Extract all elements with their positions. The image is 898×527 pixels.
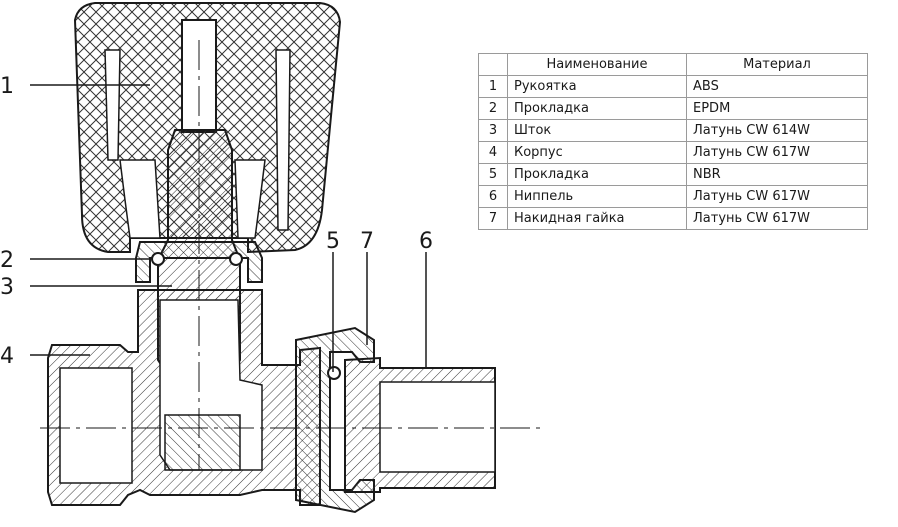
row-num: 5 [478, 163, 508, 186]
row-name: Рукоятка [507, 75, 687, 98]
row-material: Латунь CW 617W [686, 207, 868, 230]
callout-4: 4 [0, 344, 14, 369]
header-material: Материал [686, 53, 868, 76]
table-row: 1 Рукоятка ABS [478, 75, 868, 98]
row-material: Латунь CW 617W [686, 141, 868, 164]
o-ring-right [229, 252, 243, 266]
row-name: Прокладка [507, 97, 687, 120]
row-name: Ниппель [507, 185, 687, 208]
table-row: 5 Прокладка NBR [478, 163, 868, 186]
row-name: Прокладка [507, 163, 687, 186]
seal-ring [327, 366, 341, 380]
row-material: ABS [686, 75, 868, 98]
row-name: Накидная гайка [507, 207, 687, 230]
row-material: Латунь CW 614W [686, 119, 868, 142]
callout-1: 1 [0, 74, 14, 99]
o-ring-left [151, 252, 165, 266]
callout-7: 7 [360, 229, 374, 254]
table-header-row: Наименование Материал [478, 53, 868, 76]
row-num: 6 [478, 185, 508, 208]
row-num: 1 [478, 75, 508, 98]
bonnet-part [135, 241, 263, 283]
callout-6: 6 [419, 229, 433, 254]
table-row: 4 Корпус Латунь CW 617W [478, 141, 868, 164]
parts-table: Наименование Материал 1 Рукоятка ABS 2 П… [478, 53, 868, 230]
header-num [478, 53, 508, 76]
table-row: 7 Накидная гайка Латунь CW 617W [478, 207, 868, 230]
row-name: Корпус [507, 141, 687, 164]
row-name: Шток [507, 119, 687, 142]
table-row: 2 Прокладка EPDM [478, 97, 868, 120]
row-material: Латунь CW 617W [686, 185, 868, 208]
table-row: 6 Ниппель Латунь CW 617W [478, 185, 868, 208]
body-part [47, 289, 321, 506]
callout-5: 5 [326, 229, 340, 254]
table-row: 3 Шток Латунь CW 614W [478, 119, 868, 142]
row-material: EPDM [686, 97, 868, 120]
callout-2: 2 [0, 248, 14, 273]
callout-3: 3 [0, 275, 14, 300]
row-num: 3 [478, 119, 508, 142]
header-name: Наименование [507, 53, 687, 76]
row-num: 4 [478, 141, 508, 164]
row-material: NBR [686, 163, 868, 186]
leader-lines [30, 84, 427, 372]
row-num: 7 [478, 207, 508, 230]
union-nut-part [295, 326, 375, 514]
row-num: 2 [478, 97, 508, 120]
